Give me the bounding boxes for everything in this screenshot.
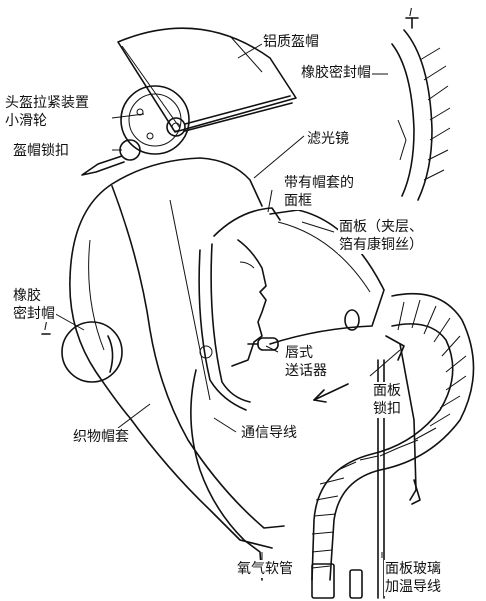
detail-marker-top: I — [409, 4, 412, 22]
fabric-hood — [70, 158, 284, 548]
face-profile — [200, 240, 266, 366]
label-glass-heating-wire: 面板玻璃 加温导线 — [384, 560, 442, 596]
seal-detail-top — [392, 18, 450, 200]
label-tension-device: 头盔拉紧装置 小滑轮 — [4, 94, 90, 130]
label-panel-lock: 面板 锁扣 — [372, 382, 402, 418]
label-tension-device-line1: 头盔拉紧装置 — [5, 94, 89, 112]
label-face-panel-line1: 面板（夹层、 — [339, 218, 423, 236]
hose-end — [312, 564, 362, 598]
label-lip-mic-line2: 送话器 — [285, 362, 327, 380]
label-filter-lens: 滤光镜 — [306, 130, 350, 148]
oxygen-hose — [312, 294, 474, 580]
label-fabric-cover: 织物帽套 — [72, 428, 130, 446]
label-panel-lock-line1: 面板 — [373, 382, 401, 400]
label-lip-mic-line1: 唇式 — [285, 344, 327, 362]
label-rubber-seal-side-line2: 密封帽 — [13, 305, 55, 323]
label-panel-lock-line2: 锁扣 — [373, 400, 401, 418]
detail-marker-side: I — [44, 318, 47, 336]
label-helmet-lock: 盔帽锁扣 — [12, 142, 70, 160]
label-heating-line2: 加温导线 — [385, 578, 441, 596]
label-tension-device-line2: 小滑轮 — [5, 112, 89, 130]
label-oxygen-hose: 氧气软管 — [236, 560, 294, 578]
label-rubber-seal-side: 橡胶 密封帽 — [12, 287, 56, 323]
label-face-panel: 面板（夹层、 箔有康铜丝） — [338, 218, 424, 254]
label-heating-line1: 面板玻璃 — [385, 560, 441, 578]
label-comm-wire: 通信导线 — [240, 424, 298, 442]
label-face-panel-line2: 箔有康铜丝） — [339, 236, 423, 254]
label-rubber-seal-top: 橡胶密封帽 — [300, 64, 372, 82]
label-frame-line1: 带有帽套的 — [284, 174, 354, 192]
tension-pulley — [121, 86, 292, 154]
leader-lines — [52, 44, 400, 560]
label-frame-line2: 面框 — [284, 192, 354, 210]
label-rubber-seal-side-line1: 橡胶 — [13, 287, 55, 305]
communication-wire — [191, 370, 262, 580]
face-frame — [199, 208, 280, 410]
seal-detail-side — [42, 322, 122, 382]
label-aluminum-helmet: 铝质盔帽 — [262, 33, 320, 51]
label-frame-with-cover: 带有帽套的 面框 — [283, 174, 355, 210]
label-lip-microphone: 唇式 送话器 — [284, 344, 328, 380]
direction-arrow — [314, 384, 348, 402]
